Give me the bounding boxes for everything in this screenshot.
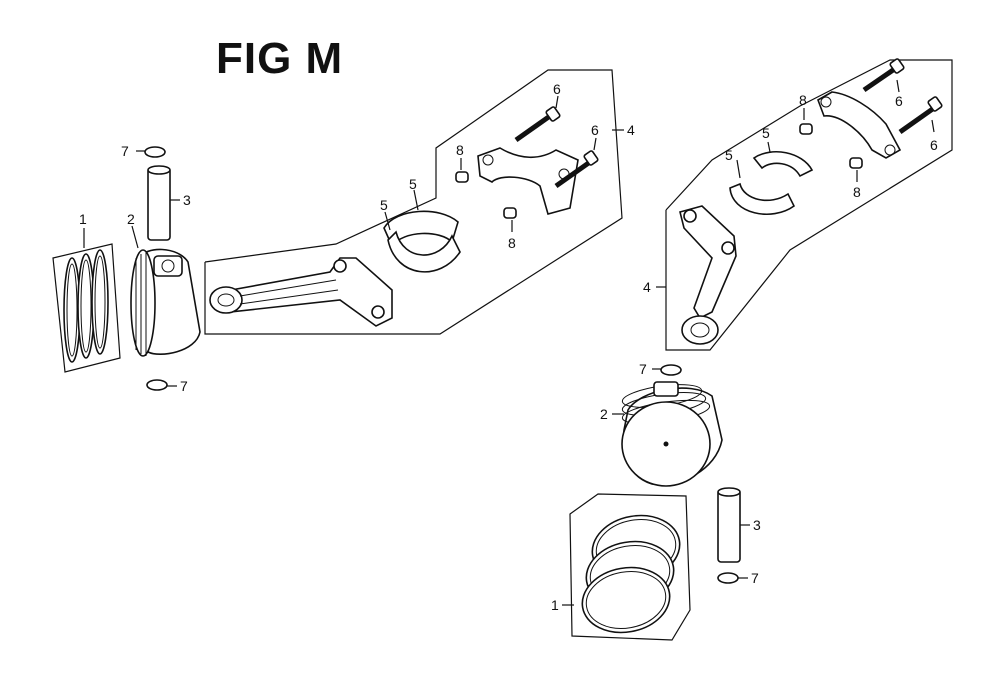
left-callout-5-b: 5	[380, 197, 388, 213]
left-piston[interactable]	[130, 248, 201, 357]
right-callout-6-a: 6	[895, 93, 903, 109]
right-piston-ring-set[interactable]	[569, 493, 691, 641]
left-piston-pin-clip-top[interactable]	[144, 146, 166, 158]
left-callout-6-b: 6	[591, 122, 599, 138]
right-callout-4: 4	[643, 279, 651, 295]
right-callout-1: 1	[551, 597, 559, 613]
left-dowel-pin-a[interactable]	[455, 171, 469, 183]
right-dowel-pin-b[interactable]	[849, 157, 863, 169]
right-rod-cap[interactable]	[817, 91, 902, 159]
figure-title: FIG M	[216, 34, 344, 83]
right-callout-7-top: 7	[639, 361, 647, 377]
right-callout-5-b: 5	[762, 125, 770, 141]
left-callout-5-a: 5	[409, 176, 417, 192]
left-piston-ring-set[interactable]	[52, 243, 121, 373]
right-rod-bearing-b[interactable]	[752, 150, 814, 178]
right-connecting-rod[interactable]	[679, 205, 737, 345]
right-piston-pin-clip-top[interactable]	[660, 364, 682, 376]
right-rod-bolt-a[interactable]	[862, 58, 905, 93]
right-rod-bolt-b[interactable]	[898, 96, 943, 135]
right-assembly: 4 5 5 6	[551, 58, 953, 641]
right-callout-8-a: 8	[799, 92, 807, 108]
right-piston[interactable]	[621, 381, 723, 487]
right-piston-pin-clip-bottom[interactable]	[717, 572, 739, 584]
left-rod-bearing-a[interactable]	[383, 210, 459, 248]
right-callout-5-a: 5	[725, 147, 733, 163]
left-callout-7-bottom: 7	[180, 378, 188, 394]
left-rod-bolt-a[interactable]	[514, 106, 561, 143]
left-callout-8-a: 8	[456, 142, 464, 158]
right-callout-8-b: 8	[853, 184, 861, 200]
left-callout-8-b: 8	[508, 235, 516, 251]
left-callout-3: 3	[183, 192, 191, 208]
right-callout-3: 3	[753, 517, 761, 533]
left-callout-6-a: 6	[553, 81, 561, 97]
left-rod-bearing-b[interactable]	[387, 230, 461, 273]
right-callout-6-b: 6	[930, 137, 938, 153]
left-callout-4: 4	[627, 122, 635, 138]
right-callout-7-bottom: 7	[751, 570, 759, 586]
left-piston-pin[interactable]	[147, 165, 171, 241]
left-assembly: 1 2 3 7 7	[52, 69, 635, 394]
left-piston-pin-clip-bottom[interactable]	[146, 379, 168, 391]
left-dowel-pin-b[interactable]	[503, 207, 517, 219]
left-callout-7-top: 7	[121, 143, 129, 159]
left-connecting-rod[interactable]	[209, 257, 393, 327]
right-rod-bearing-a[interactable]	[729, 182, 796, 215]
right-callout-2: 2	[600, 406, 608, 422]
left-callout-1: 1	[79, 211, 87, 227]
left-rod-bolt-b[interactable]	[554, 150, 599, 189]
right-dowel-pin-a[interactable]	[799, 123, 813, 135]
left-callout-2: 2	[127, 211, 135, 227]
right-piston-pin[interactable]	[717, 487, 741, 563]
